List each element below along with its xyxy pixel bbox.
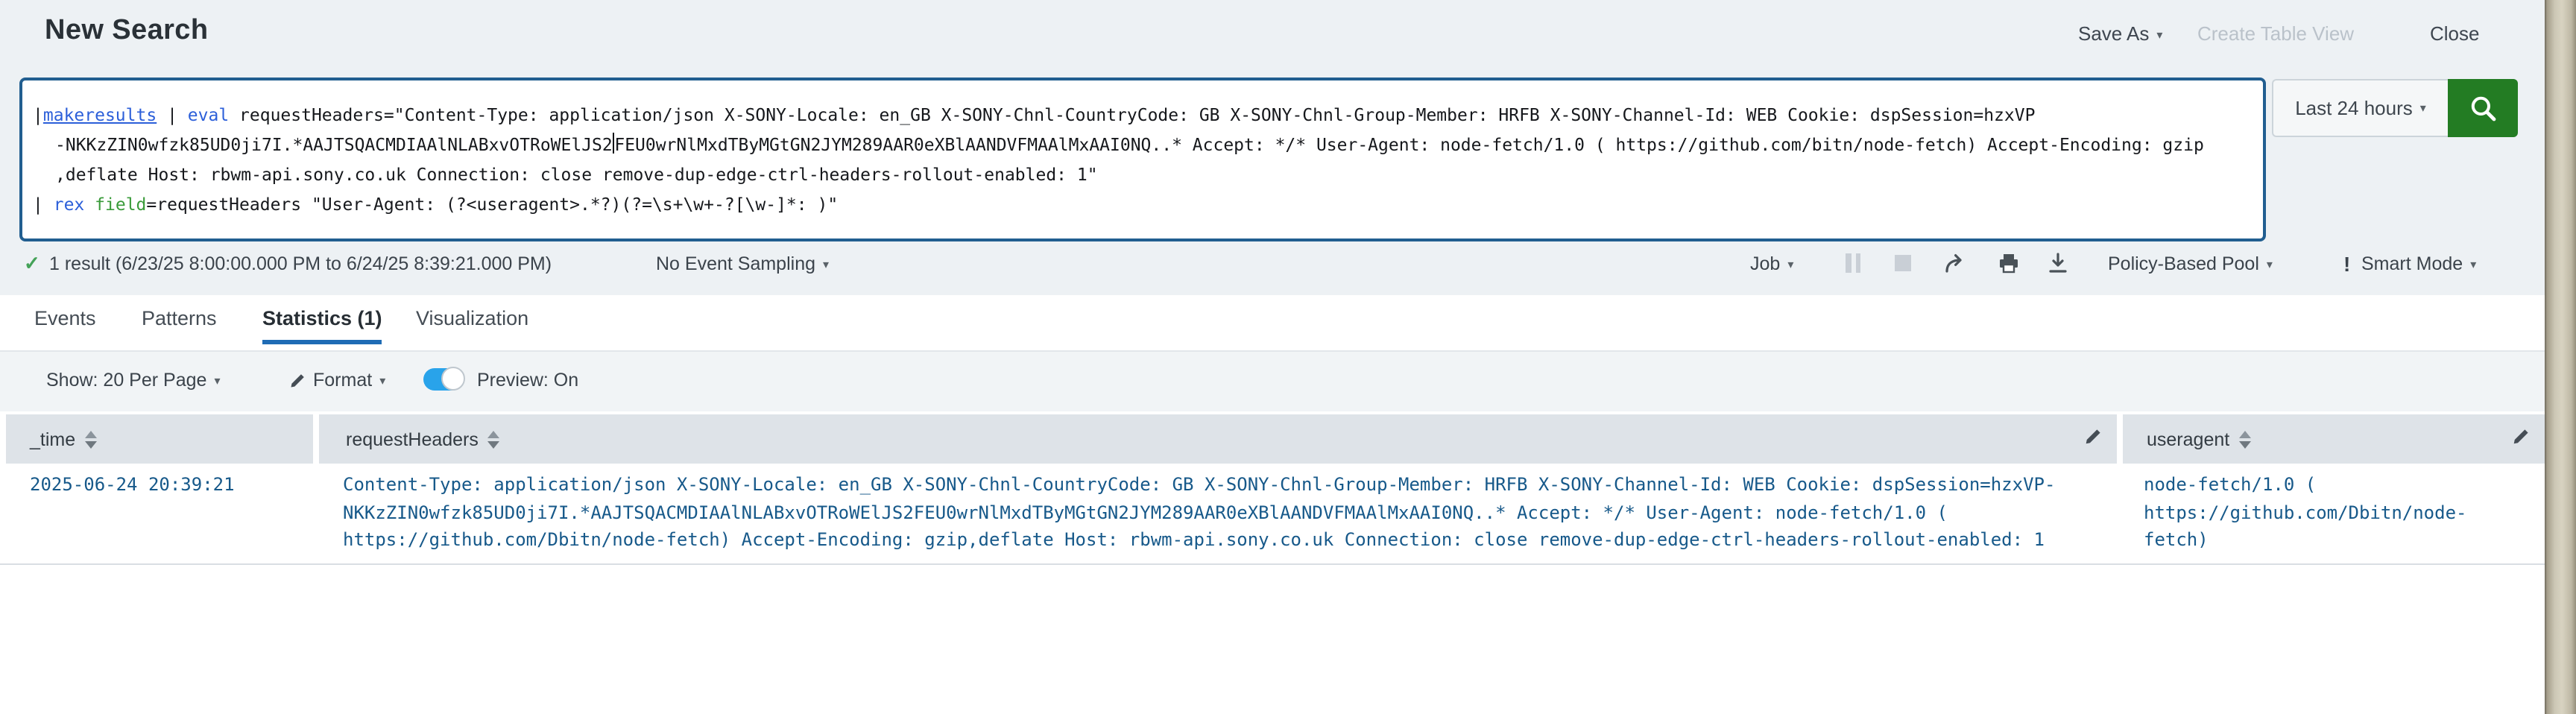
field-argument: field [95,194,147,215]
tab-patterns[interactable]: Patterns [142,307,217,329]
close-button[interactable]: Close [2430,22,2480,45]
sort-icon [84,430,97,448]
text-cursor [612,133,615,154]
format-menu[interactable]: Format▾ [289,370,385,391]
job-menu[interactable]: Job▾ [1750,253,1794,274]
tab-statistics[interactable]: Statistics (1) [262,307,382,344]
chevron-down-icon: ▾ [2419,101,2426,115]
chevron-down-icon: ▾ [2266,258,2273,271]
cell-requestheaders[interactable]: Content-Type: application/json X-SONY-Lo… [343,474,2056,550]
result-summary: 1 result (6/23/25 8:00:00.000 PM to 6/24… [49,253,552,274]
chevron-down-icon: ▾ [2156,28,2163,42]
tab-events[interactable]: Events [34,307,96,329]
download-icon[interactable] [2047,252,2069,274]
query-line-4: | rex field=requestHeaders "User-Agent: … [33,194,839,215]
print-icon[interactable] [1998,252,2020,274]
event-sampling-menu[interactable]: No Event Sampling▾ [656,253,830,274]
save-as-button[interactable]: Save As▾ [2078,22,2163,45]
search-query-input[interactable]: |makeresults | eval requestHeaders="Cont… [19,78,2266,241]
magnifier-icon [2470,95,2496,121]
search-mode-menu[interactable]: Smart Mode▾ [2361,253,2477,274]
stop-icon[interactable] [1895,255,1911,271]
edit-column-pencil-icon[interactable] [2084,428,2102,446]
preview-toggle[interactable] [423,367,465,391]
pencil-icon [291,373,304,387]
search-button[interactable] [2448,79,2518,137]
preview-label: Preview: On [477,370,579,391]
chevron-down-icon: ▾ [214,374,221,388]
cell-useragent[interactable]: node-fetch/1.0 ( https://github.com/Dbit… [2144,474,2467,550]
table-row [0,464,2545,565]
edit-column-pencil-icon[interactable] [2512,428,2530,446]
screen-edge-strip [2545,0,2576,714]
chevron-down-icon: ▾ [2470,258,2477,271]
tab-visualization[interactable]: Visualization [416,307,529,329]
check-icon: ✓ [24,252,40,274]
rex-keyword: rex [53,194,85,215]
search-mode-icon: ! [2343,252,2351,276]
pause-icon[interactable] [1846,253,1865,273]
eval-keyword: eval [187,104,230,125]
query-line-2: -NKKzZIN0wfzk85UD0ji7I.*AAJTSQACMDIAAlNL… [55,133,2204,155]
chevron-down-icon: ▾ [1787,258,1794,271]
cell-time[interactable]: 2025-06-24 20:39:21 [30,474,235,495]
share-icon[interactable] [1944,252,1966,274]
sort-icon [2238,430,2251,448]
sort-icon [487,430,499,448]
chevron-down-icon: ▾ [823,258,830,271]
chevron-down-icon: ▾ [379,373,386,387]
query-line-1: |makeresults | eval requestHeaders="Cont… [33,104,2036,125]
column-header-useragent[interactable]: useragent [2123,414,2545,464]
create-table-view-button[interactable]: Create Table View [2197,22,2355,45]
workload-pool-menu[interactable]: Policy-Based Pool▾ [2108,253,2273,274]
query-line-3: ,deflate Host: rbwm-api.sony.co.uk Conne… [55,164,1098,185]
per-page-menu[interactable]: Show: 20 Per Page▾ [46,370,221,391]
column-header-time[interactable]: _time [6,414,313,464]
time-range-label: Last 24 hours [2295,97,2413,119]
page-title: New Search [45,15,209,46]
column-header-requestheaders[interactable]: requestHeaders [319,414,2117,464]
makeresults-keyword: makeresults [42,104,157,125]
toggle-knob [441,367,465,391]
time-range-picker[interactable]: Last 24 hours ▾ [2272,79,2448,137]
